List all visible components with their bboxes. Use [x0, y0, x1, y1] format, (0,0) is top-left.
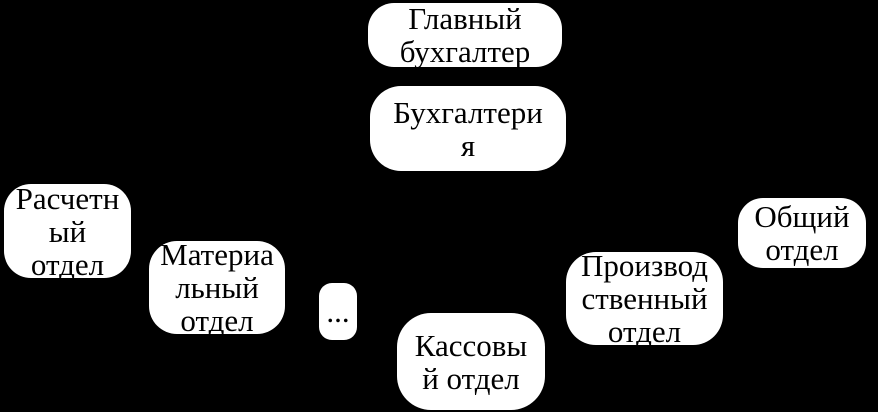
node-label-line: Бухгалтери [393, 94, 543, 130]
node-label-line: отдел [765, 232, 839, 267]
node-label-line: Материа [160, 237, 274, 272]
node-label-line: отдел [180, 303, 254, 338]
node-chief-accountant: Главный бухгалтер [368, 1, 562, 69]
node-label-line: й отдел [422, 360, 520, 396]
node-label-line: ый [48, 213, 87, 249]
node-ellipsis: ... [319, 283, 357, 340]
node-label-line: ... [326, 294, 350, 329]
node-label-line: Расчетн [15, 180, 120, 216]
node-label-line: Главный [408, 1, 522, 36]
node-general-dept: Общий отдел [738, 198, 866, 268]
node-accounting: Бухгалтери я [370, 86, 566, 171]
node-label-line: Кассовы [414, 327, 528, 363]
node-label-line: я [460, 127, 476, 163]
node-label-line: отдел [607, 314, 682, 349]
node-label-line: льный [175, 270, 259, 305]
node-label-line: бухгалтер [399, 34, 531, 69]
node-label-line: ственный [581, 281, 708, 316]
node-production-dept: Производ ственный отдел [566, 248, 723, 349]
node-material-dept: Материа льный отдел [149, 237, 285, 338]
node-settlement-dept: Расчетн ый отдел [4, 180, 131, 282]
node-label-line: отдел [30, 246, 105, 282]
node-cash-dept: Кассовы й отдел [397, 313, 545, 410]
node-label-line: Производ [580, 248, 709, 283]
node-label-line: Общий [754, 199, 850, 234]
